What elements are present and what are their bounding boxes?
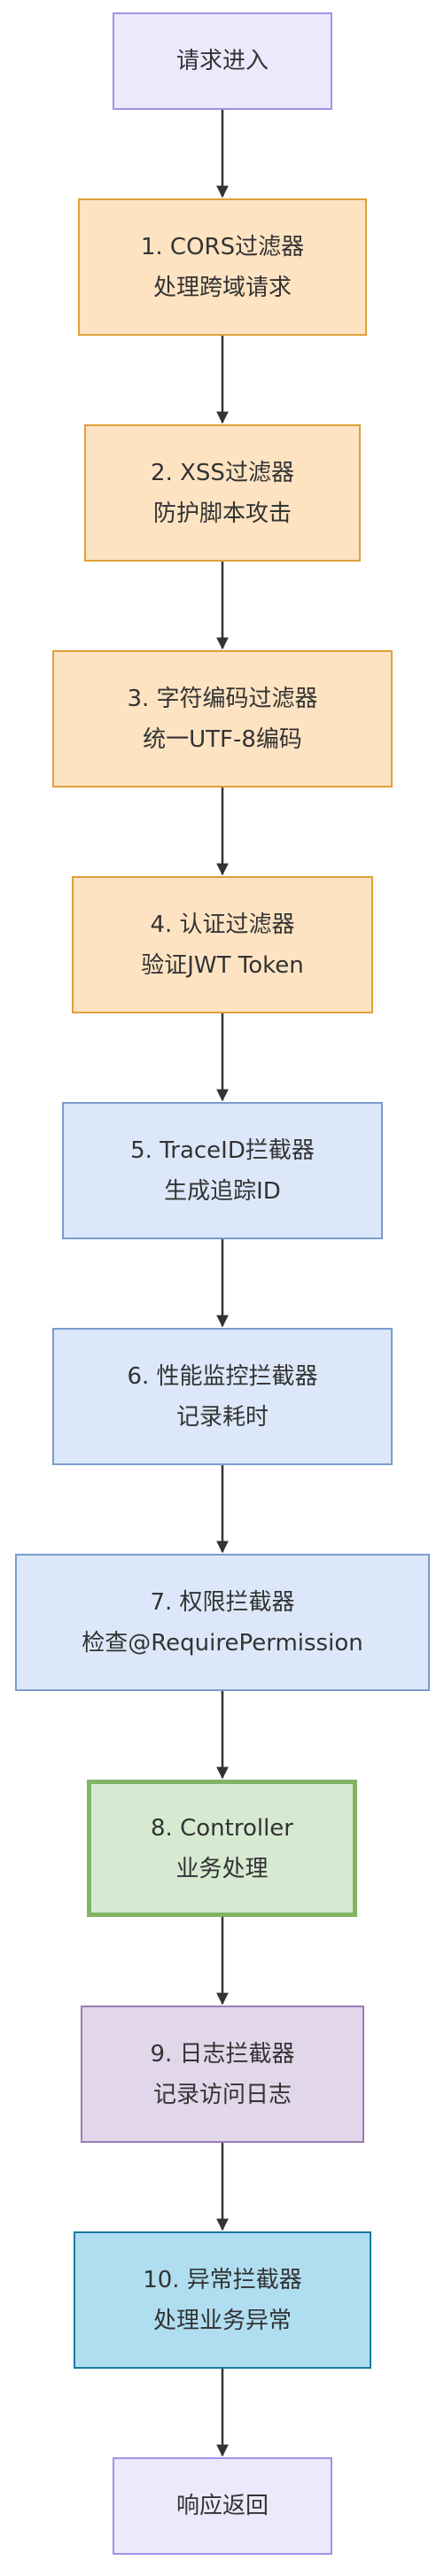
node-subtitle: 记录耗时 bbox=[175, 1403, 269, 1431]
node-auth-filter: 4. 认证过滤器 验证JWT Token bbox=[72, 876, 373, 1013]
node-text: 响应返回 bbox=[175, 2493, 269, 2519]
node-traceid-interceptor: 5. TraceID拦截器 生成追踪ID bbox=[62, 1102, 383, 1239]
node-title: 4. 认证过滤器 bbox=[150, 911, 295, 938]
node-subtitle: 处理跨域请求 bbox=[152, 274, 292, 301]
node-permission-interceptor: 7. 权限拦截器 检查@RequirePermission bbox=[15, 1554, 430, 1691]
node-cors-filter: 1. CORS过滤器 处理跨域请求 bbox=[78, 198, 367, 336]
node-title: 2. XSS过滤器 bbox=[151, 459, 294, 486]
node-title: 9. 日志拦截器 bbox=[150, 2040, 295, 2068]
node-subtitle: 处理业务异常 bbox=[152, 2307, 292, 2334]
node-performance-interceptor: 6. 性能监控拦截器 记录耗时 bbox=[52, 1328, 393, 1465]
node-subtitle: 统一UTF-8编码 bbox=[143, 725, 302, 753]
node-encoding-filter: 3. 字符编码过滤器 统一UTF-8编码 bbox=[52, 650, 393, 788]
node-title: 6. 性能监控拦截器 bbox=[127, 1362, 318, 1390]
node-title: 7. 权限拦截器 bbox=[150, 1588, 295, 1616]
node-subtitle: 检查@RequirePermission bbox=[82, 1629, 363, 1657]
node-subtitle: 业务处理 bbox=[175, 1855, 269, 1882]
node-subtitle: 验证JWT Token bbox=[141, 951, 304, 979]
node-start: 请求进入 bbox=[113, 12, 332, 110]
node-title: 3. 字符编码过滤器 bbox=[127, 685, 318, 712]
node-subtitle: 生成追踪ID bbox=[164, 1177, 281, 1205]
node-title: 5. TraceID拦截器 bbox=[130, 1137, 315, 1164]
node-title: 1. CORS过滤器 bbox=[140, 233, 305, 260]
node-subtitle: 记录访问日志 bbox=[152, 2081, 292, 2108]
node-subtitle: 防护脚本攻击 bbox=[152, 500, 292, 527]
node-end: 响应返回 bbox=[113, 2457, 332, 2555]
node-text: 请求进入 bbox=[175, 48, 269, 74]
node-title: 8. Controller bbox=[151, 1814, 293, 1842]
node-xss-filter: 2. XSS过滤器 防护脚本攻击 bbox=[84, 424, 361, 562]
node-controller: 8. Controller 业务处理 bbox=[87, 1780, 357, 1917]
node-exception-interceptor: 10. 异常拦截器 处理业务异常 bbox=[74, 2231, 371, 2369]
node-log-interceptor: 9. 日志拦截器 记录访问日志 bbox=[81, 2006, 364, 2143]
node-title: 10. 异常拦截器 bbox=[143, 2266, 302, 2293]
